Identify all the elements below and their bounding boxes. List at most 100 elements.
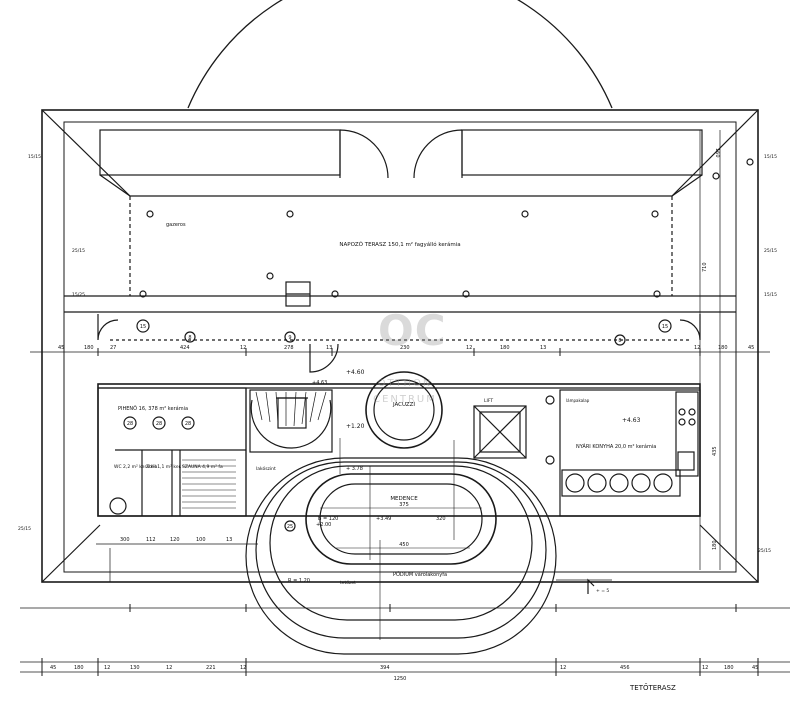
- pool-dim: R = 1.20: [288, 578, 310, 584]
- level-pool-z: +2.00: [316, 522, 331, 528]
- rest-label: PIHENŐ 16, 378 m² kerámia: [118, 405, 188, 412]
- axis-marker: [184, 331, 196, 343]
- stair-well: [277, 397, 307, 429]
- lift-inner: [479, 411, 521, 453]
- section-mark: 25/15: [764, 248, 777, 254]
- section-mark: 25/15: [18, 526, 31, 532]
- door-swing: [309, 343, 339, 373]
- pool-deck-outer: [245, 457, 557, 655]
- bar-stool: [609, 473, 629, 493]
- dim-bottom: 180: [74, 665, 84, 671]
- pool-water: [319, 483, 483, 555]
- axis-marker-label: 8: [618, 338, 621, 344]
- door-swing: [413, 129, 463, 179]
- axis-marker: [614, 334, 626, 346]
- axis-marker-label: 28: [156, 421, 162, 427]
- axis-marker: [284, 520, 296, 532]
- top-bench-left: [99, 129, 341, 176]
- pool-deck-ring: [255, 461, 547, 639]
- elevator-room-label: lakószint: [256, 465, 276, 472]
- pool-dims: [320, 438, 482, 640]
- dim-top: 180: [84, 345, 94, 351]
- inner-wall: [63, 121, 737, 573]
- outer-wall: [41, 109, 759, 583]
- dim-mid: 112: [146, 537, 156, 543]
- stair-turn: [250, 399, 332, 449]
- dim-right: 435: [712, 446, 718, 456]
- dim-right: 180: [712, 540, 718, 550]
- dim-top: 45: [748, 345, 754, 351]
- north-arrow: [587, 578, 595, 594]
- top-bench-right: [461, 129, 703, 176]
- sink: [677, 451, 695, 471]
- dim-right: 160: [714, 148, 720, 158]
- dim-top: 180: [500, 345, 510, 351]
- dim-top: 13: [540, 345, 546, 351]
- roof-fold: [699, 524, 759, 583]
- gazer-label: gazeros: [166, 222, 186, 228]
- dimension-ticks: [41, 348, 759, 676]
- dim-total: 1250: [394, 676, 407, 682]
- dim-top: 45: [58, 345, 64, 351]
- corner-column: [97, 314, 119, 341]
- axis-marker-label: 25: [287, 524, 293, 530]
- axis-marker-label: 15: [140, 324, 146, 330]
- dim-bottom: 45: [752, 665, 758, 671]
- pool-label: MEDENCE: [390, 496, 418, 502]
- hob: [678, 408, 686, 416]
- kitchen-area: [559, 389, 701, 517]
- bar-stool: [565, 473, 585, 493]
- dim-mid: 300: [120, 537, 130, 543]
- jacuzzi-label: JACUZZI: [392, 402, 415, 408]
- lift-shaft: [473, 405, 527, 459]
- lift-cross: [473, 405, 527, 459]
- hob: [688, 408, 696, 416]
- staircase: [249, 389, 333, 453]
- wc-label: WC 2,2 m² kerámia: [114, 463, 158, 470]
- bar-stool: [653, 473, 673, 493]
- level-roof-top: +4.60: [346, 369, 365, 376]
- corner-column: [679, 314, 701, 341]
- dimension-lines: [20, 130, 790, 673]
- section-mark: 25/15: [758, 548, 771, 554]
- jacuzzi-inner: [373, 379, 435, 441]
- lamp-label: lámpakalap: [566, 398, 590, 403]
- kitchen-counter: [675, 391, 699, 477]
- dim-top: 12: [240, 345, 246, 351]
- level-kitchen: +4.63: [622, 417, 641, 424]
- stair-steps: [255, 391, 327, 427]
- bar-stool: [587, 473, 607, 493]
- dim-top: 230: [400, 345, 410, 351]
- pool-dim: 375: [399, 502, 409, 508]
- terrace-lamps: [139, 158, 754, 298]
- sheet-title: TETŐTERASZ: [629, 683, 676, 692]
- jacuzzi: [365, 371, 443, 449]
- pool-deck-ring-inner: [269, 465, 533, 621]
- axis-marker-label: 28: [185, 421, 191, 427]
- pool-outline: [305, 473, 497, 565]
- dim-bottom: 12: [104, 665, 110, 671]
- dim-bottom: 12: [240, 665, 246, 671]
- sauna-label: SZAUNA 4,9 m² fa: [182, 464, 223, 470]
- dim-bottom: 130: [130, 665, 140, 671]
- axis-marker: [136, 319, 150, 333]
- axis-marker-label: 15: [662, 324, 668, 330]
- dim-mid: 120: [170, 537, 180, 543]
- dim-top: 13: [326, 345, 332, 351]
- dim-bottom: 45: [50, 665, 56, 671]
- dim-bottom: 12: [702, 665, 708, 671]
- dim-mid: 13: [226, 537, 232, 543]
- axis-marker-label: 28: [127, 421, 133, 427]
- level-stair-top: +4.63: [312, 380, 327, 386]
- dim-top: 278: [284, 345, 294, 351]
- dim-mid: 100: [196, 537, 206, 543]
- door-swing: [339, 129, 389, 179]
- axis-marker: [545, 395, 555, 405]
- section-mark: 25/15: [72, 248, 85, 254]
- dim-right: 710: [702, 262, 708, 272]
- level-jacuzzi: +1.20: [346, 423, 365, 430]
- kitchen-label: NYÁRI KONYHA 20,0 m² kerámia: [576, 443, 656, 450]
- dim-bottom: 394: [380, 665, 390, 671]
- roof-fold: [41, 109, 131, 197]
